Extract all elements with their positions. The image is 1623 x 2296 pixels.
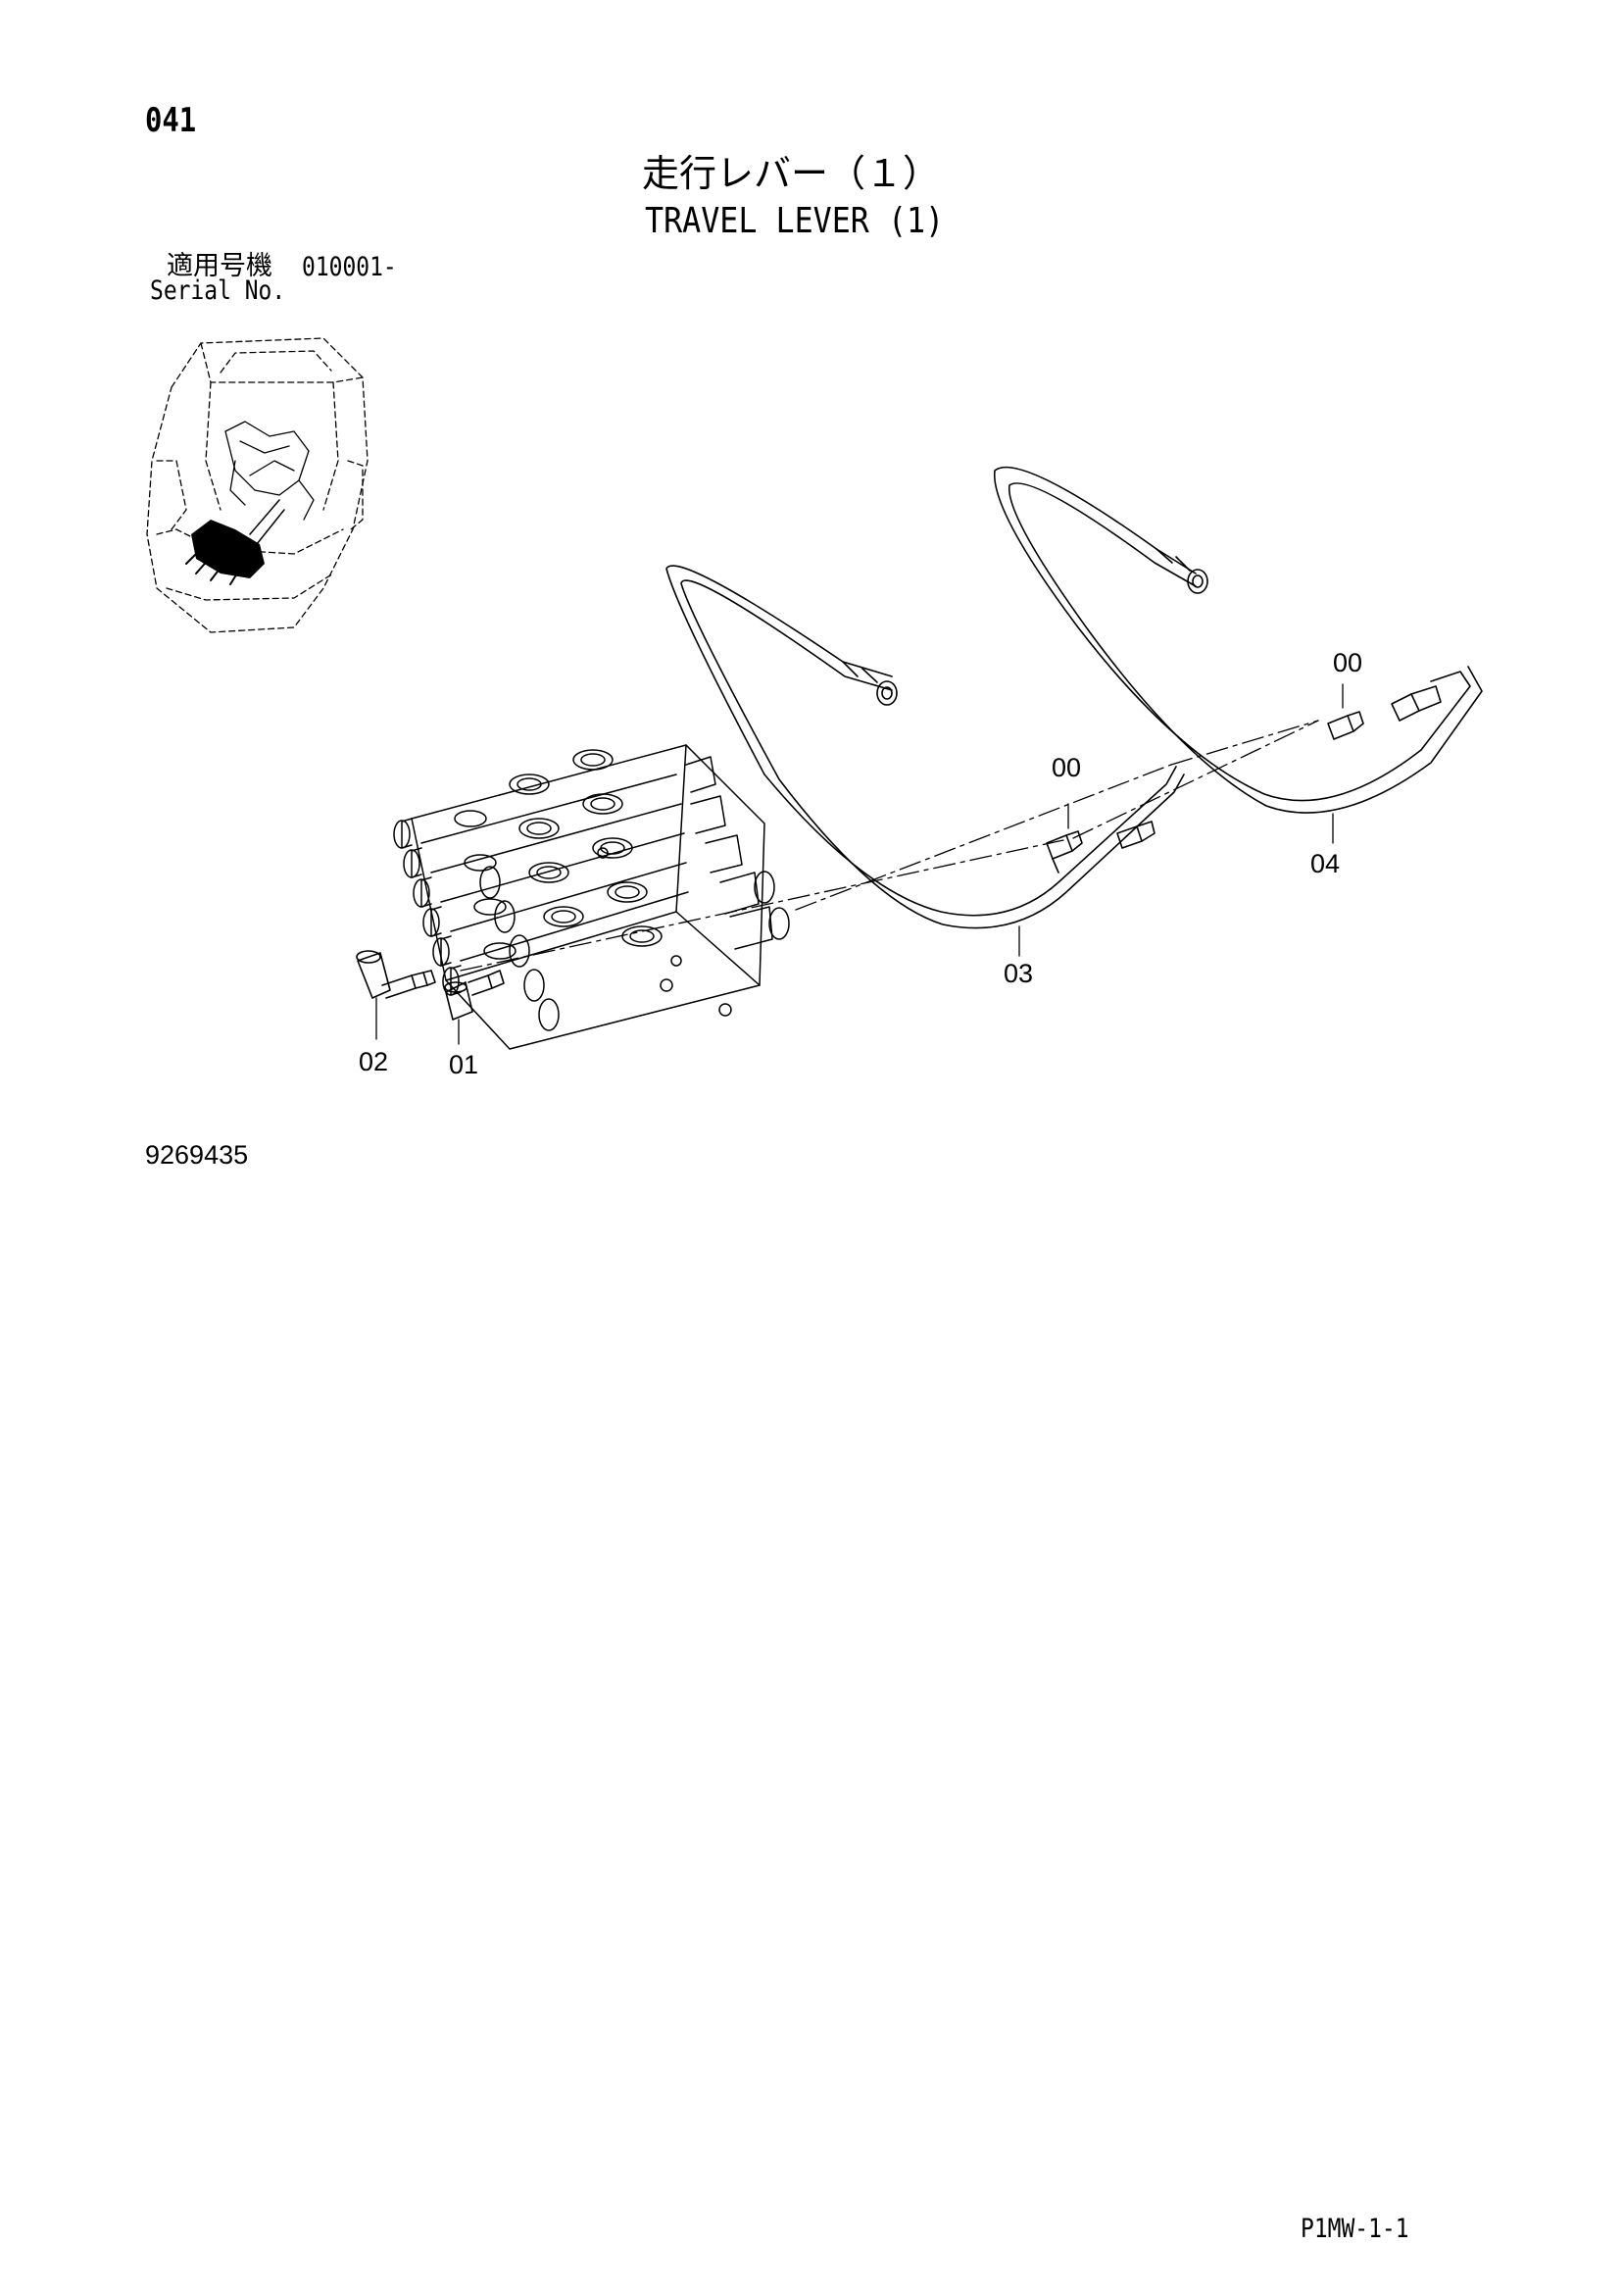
assembly-center-lines bbox=[460, 720, 1319, 972]
part-00-adapter-lower bbox=[1046, 830, 1083, 873]
callout-02: 02 bbox=[359, 1047, 388, 1076]
serial-label-english: Serial No. bbox=[150, 275, 286, 306]
callout-00-upper: 00 bbox=[1333, 648, 1362, 677]
machine-locator-thumbnail bbox=[146, 337, 369, 633]
serial-range: 010001- bbox=[302, 252, 397, 282]
illustration-number: 9269435 bbox=[145, 1140, 249, 1170]
title-english: TRAVEL LEVER (1) bbox=[645, 201, 945, 241]
callout-01: 01 bbox=[449, 1050, 478, 1079]
serial-label-japanese: 適用号機 bbox=[167, 251, 272, 281]
control-valve-assembly bbox=[393, 744, 790, 1050]
callout-04: 04 bbox=[1310, 849, 1340, 878]
title-japanese: 走行レバー（１） bbox=[642, 152, 941, 195]
part-01-elbow-fitting bbox=[444, 970, 505, 1021]
page-code: P1MW-1-1 bbox=[1301, 2214, 1409, 2244]
part-02-elbow-fitting bbox=[356, 950, 436, 999]
part-04-hose bbox=[993, 467, 1483, 814]
callout-03: 03 bbox=[1004, 959, 1033, 988]
page-number: 041 bbox=[145, 101, 197, 140]
part-00-adapter-upper bbox=[1327, 711, 1364, 740]
part-03-hose bbox=[665, 565, 1185, 929]
callout-00-lower: 00 bbox=[1052, 753, 1081, 782]
